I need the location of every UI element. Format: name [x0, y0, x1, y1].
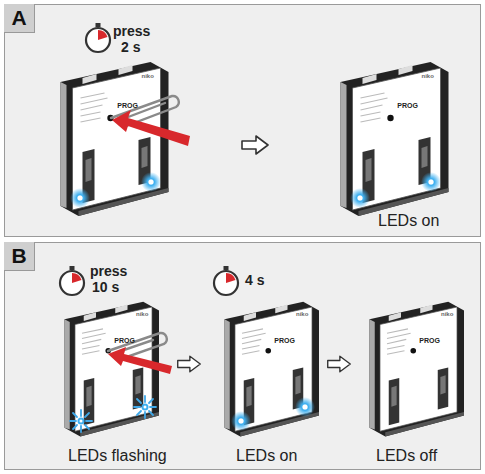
button-label: PROG: [114, 337, 135, 345]
button-label: PROG: [419, 337, 440, 345]
brand-mark: niko: [136, 311, 148, 318]
button-label: PROG: [274, 337, 295, 345]
step-panel: A: [4, 4, 481, 237]
step-panel: B: [4, 242, 481, 470]
timer-label: press: [90, 264, 127, 279]
button-label: PROG: [397, 102, 418, 110]
timer-label: 2 s: [121, 40, 140, 55]
panel-letter: B: [4, 242, 35, 271]
timer-label: 4 s: [245, 273, 264, 288]
button-label: PROG: [117, 102, 138, 110]
brand-mark: niko: [296, 311, 308, 318]
brand-mark: niko: [422, 73, 434, 80]
led-state: LEDs flashing: [68, 447, 167, 465]
brand-mark: niko: [142, 73, 154, 80]
led-state: LEDs on: [236, 447, 297, 465]
led-state: LEDs off: [376, 447, 437, 465]
led-state: LEDs on: [378, 212, 439, 230]
timer-label: press: [113, 24, 150, 39]
brand-mark: niko: [441, 311, 453, 318]
panel-letter: A: [4, 4, 35, 33]
timer-label: 10 s: [92, 280, 119, 295]
